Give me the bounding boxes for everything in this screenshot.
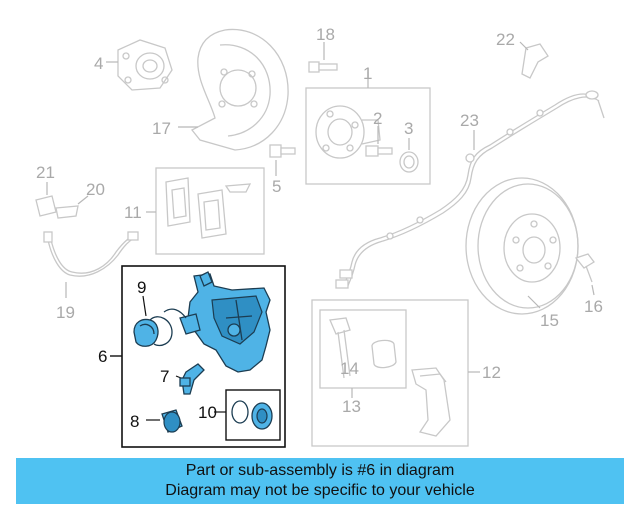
part-15-brake-disc (465, 177, 579, 315)
part-5-bolt (269, 144, 296, 176)
caliper-body (163, 271, 271, 373)
callout-20: 20 (86, 180, 105, 199)
callout-15: 15 (540, 311, 559, 330)
callout-3: 3 (404, 119, 413, 138)
callout-2: 2 (373, 109, 382, 128)
callout-22: 22 (496, 30, 515, 49)
callout-9: 9 (137, 278, 146, 297)
part-10-seal-kit (214, 389, 281, 441)
part-23-wiring-harness (335, 90, 605, 289)
part-16-bolt (574, 253, 595, 296)
callout-16: 16 (584, 297, 603, 316)
callout-21: 21 (36, 163, 55, 182)
callout-17: 17 (152, 119, 171, 138)
banner-line-1: Part or sub-assembly is #6 in diagram (185, 462, 455, 479)
callout-1: 1 (363, 64, 372, 83)
part-22-sensor (519, 41, 549, 79)
part-6-caliper-box (110, 265, 286, 448)
part-8-cap (146, 409, 183, 433)
callout-4: 4 (94, 54, 103, 73)
part-7-bleeder (175, 363, 205, 395)
callout-labels: 4 17 18 1 2 3 5 22 23 21 20 11 19 15 16 … (36, 25, 603, 431)
part-12-bracket-box (311, 299, 480, 447)
callout-11: 11 (124, 203, 142, 222)
callout-6: 6 (98, 347, 107, 366)
parts-diagram: 4 17 18 1 2 3 5 22 23 21 20 11 19 15 16 … (35, 25, 605, 448)
callout-18: 18 (316, 25, 335, 44)
callout-5: 5 (272, 177, 281, 196)
part-17-backing-plate (178, 28, 289, 151)
callout-7: 7 (160, 367, 169, 386)
part-18-bolt (308, 42, 338, 73)
callout-12: 12 (482, 363, 501, 382)
callout-10: 10 (198, 403, 217, 422)
part-4-hub-carrier (106, 39, 173, 91)
info-banner: Part or sub-assembly is #6 in diagram Di… (16, 458, 624, 504)
banner-line-2: Diagram may not be specific to your vehi… (165, 482, 475, 499)
part-19-21-sensor-wire (35, 182, 139, 298)
part-1-hub-box (305, 72, 431, 185)
callout-14: 14 (340, 359, 359, 378)
callout-23: 23 (460, 111, 479, 130)
part-11-pads-box (146, 167, 265, 255)
callout-8: 8 (130, 412, 139, 431)
callout-19: 19 (56, 303, 75, 322)
part-9-boot (133, 295, 173, 347)
callout-13: 13 (342, 397, 361, 416)
